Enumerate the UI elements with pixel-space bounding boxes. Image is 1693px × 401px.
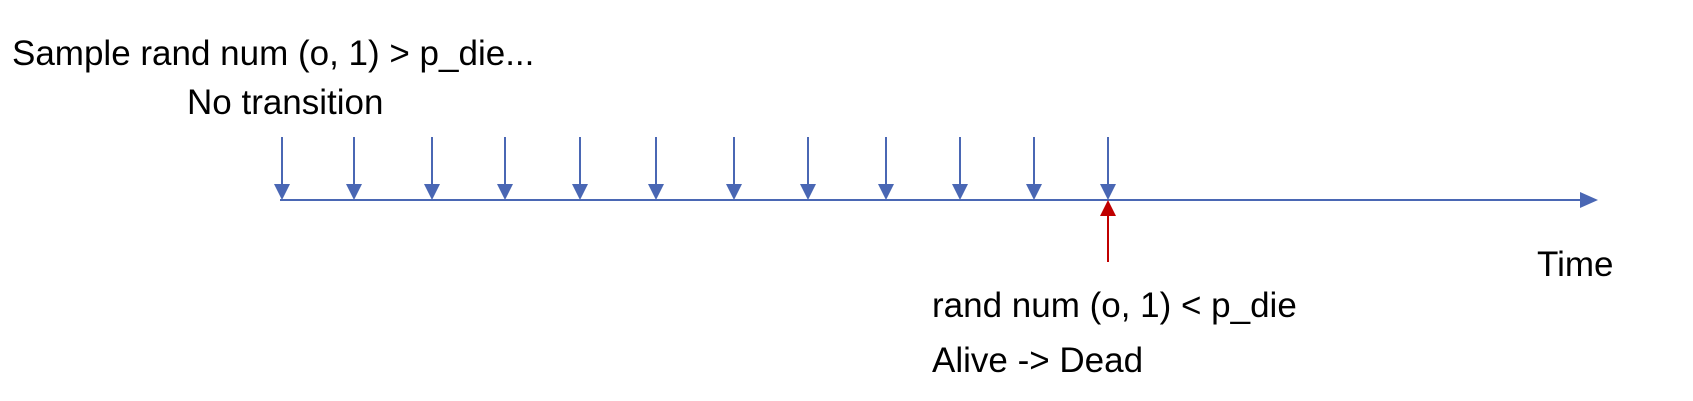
sample-arrow-head: [346, 184, 362, 200]
sample-arrow: [346, 137, 362, 200]
time-axis-label: Time: [1537, 245, 1614, 284]
sample-arrow: [648, 137, 664, 200]
sample-arrow: [497, 137, 513, 200]
sample-arrow: [572, 137, 588, 200]
sample-arrow-head: [424, 184, 440, 200]
time-axis-arrowhead: [1580, 192, 1598, 208]
sample-arrow-head: [726, 184, 742, 200]
sample-arrow: [1026, 137, 1042, 200]
sample-arrow: [726, 137, 742, 200]
event-label: rand num (o, 1) < p_die: [932, 285, 1297, 327]
sample-arrow: [274, 137, 290, 200]
sample-arrow-head: [878, 184, 894, 200]
sample-arrow-head: [274, 184, 290, 200]
sample-arrow-head: [648, 184, 664, 200]
sample-arrow-head: [952, 184, 968, 200]
sample-arrow-head: [1100, 184, 1116, 200]
event-arrow-head: [1100, 200, 1116, 216]
sample-arrow: [878, 137, 894, 200]
sample-arrow-head: [572, 184, 588, 200]
event-label-line2: Alive -> Dead: [932, 341, 1144, 380]
event-label-line1: rand num (o, 1) < p_die: [932, 286, 1297, 325]
no-transition-label: No transition: [187, 82, 383, 124]
sample-arrow: [952, 137, 968, 200]
header-label-line2: No transition: [187, 83, 384, 122]
sample-arrow-head: [1026, 184, 1042, 200]
sample-arrows: [274, 137, 1116, 200]
event-label-second: Alive -> Dead: [932, 340, 1143, 382]
sample-arrow-head: [497, 184, 513, 200]
sample-arrow: [800, 137, 816, 200]
event-arrow: [1100, 200, 1116, 262]
header-label-line1: Sample rand num (o, 1) > p_die...: [12, 34, 535, 73]
sample-arrow: [424, 137, 440, 200]
sample-arrow-head: [800, 184, 816, 200]
header-label: Sample rand num (o, 1) > p_die...: [12, 33, 534, 75]
sample-arrow: [1100, 137, 1116, 200]
